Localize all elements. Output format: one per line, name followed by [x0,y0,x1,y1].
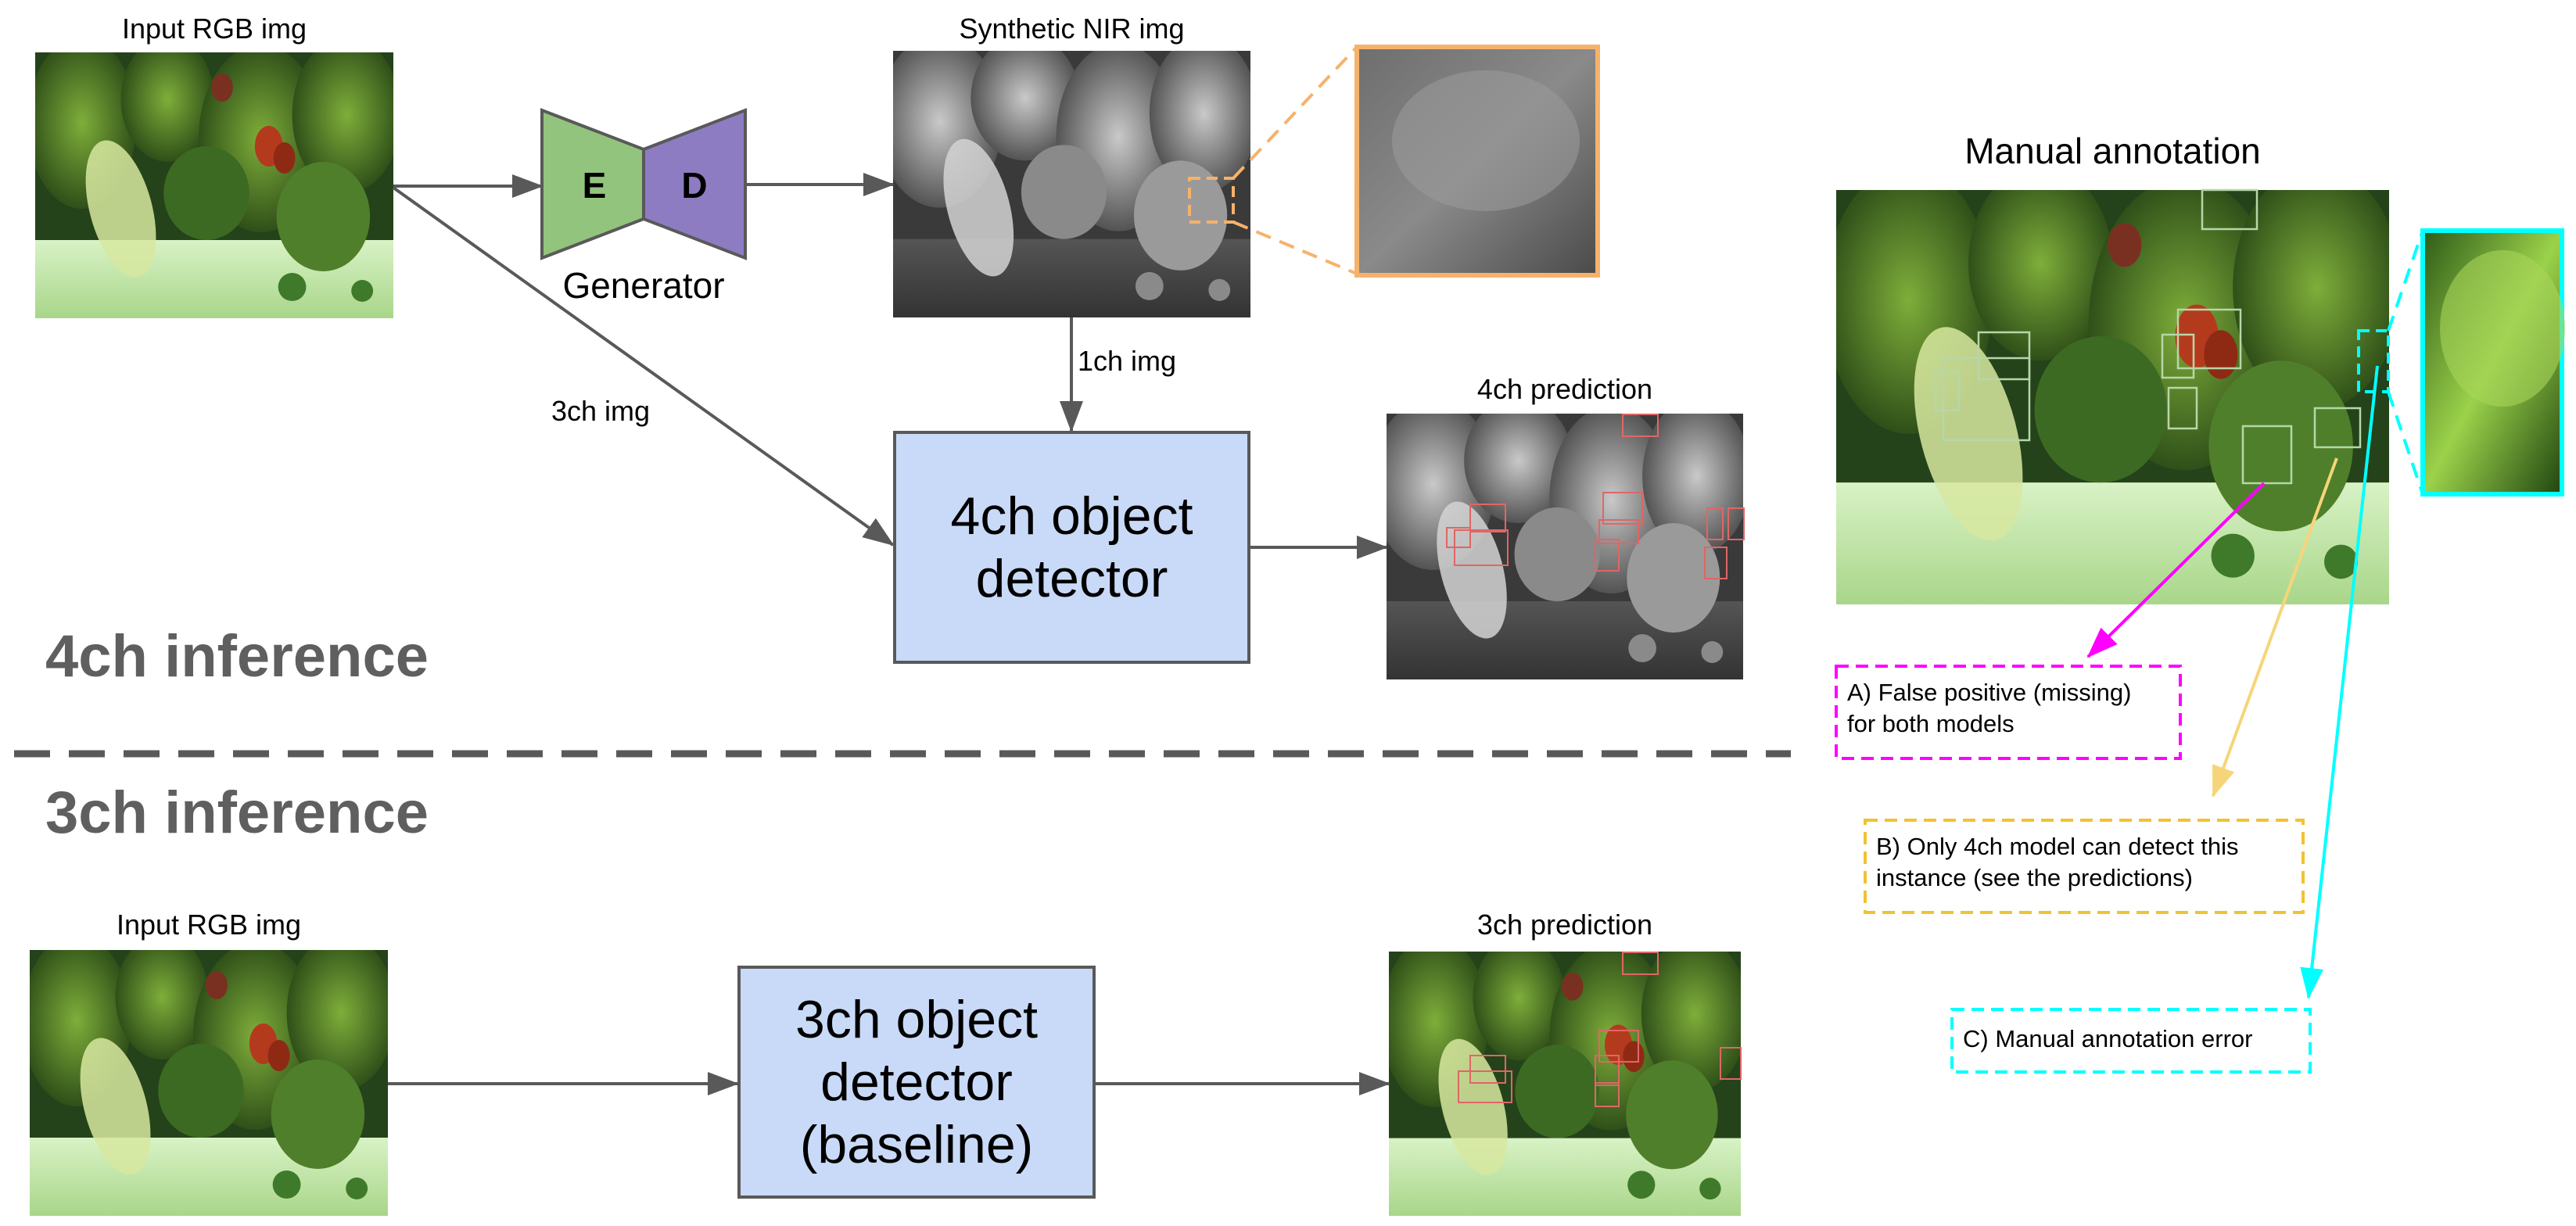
prediction-4ch-image [1387,414,1745,679]
note-c-annotation-error: C) Manual annotation error [1963,1025,2253,1052]
input-rgb-image-top [35,52,393,318]
detector-3ch-baseline-box: 3ch object detector (baseline) [737,966,1096,1199]
nir-zoom-inset [1354,45,1600,278]
manual-annotation-title: Manual annotation [1964,131,2261,171]
synthetic-nir-image [893,51,1250,317]
prediction-3ch-image [1389,952,1742,1216]
one-ch-image-label: 1ch img [1078,345,1177,377]
prediction-3ch-caption: 3ch prediction [1476,909,1653,941]
decoder-block [642,108,747,260]
note-a-frame [1835,665,2182,760]
prediction-4ch-caption: 4ch prediction [1476,373,1653,405]
generator [540,108,747,260]
manual-annotation-image [1836,188,2390,604]
encoder-letter: E [582,165,607,206]
note-b-only-4ch: B) Only 4ch model can detect this instan… [1876,833,2239,892]
annotation-zoom-inset [2420,228,2565,496]
nir-zoom-region [1188,177,1235,224]
note-b-frame [1864,819,2305,914]
input-rgb-caption-bottom: Input RGB img [116,909,302,941]
nir-image-caption: Synthetic NIR img [959,13,1185,45]
detector-4ch-box: 4ch object detector [893,431,1250,664]
input-rgb-image-bottom [30,950,388,1216]
section-title-4ch: 4ch inference [45,623,429,690]
generator-label: Generator [562,265,725,306]
decoder-letter: D [681,165,708,206]
section-title-3ch: 3ch inference [45,780,429,846]
note-a-false-positive: A) False positive (missing) for both mod… [1847,679,2132,738]
note-c-frame [1950,1008,2312,1074]
arrow-callout-a [2086,482,2266,658]
arrow-input-to-detector [392,186,895,547]
arrow-callout-b [2212,457,2338,798]
three-ch-image-label: 3ch img [551,395,651,427]
input-rgb-caption-top: Input RGB img [121,13,307,45]
arrow-callout-c [2300,365,2379,999]
top-arrows [392,173,1388,559]
